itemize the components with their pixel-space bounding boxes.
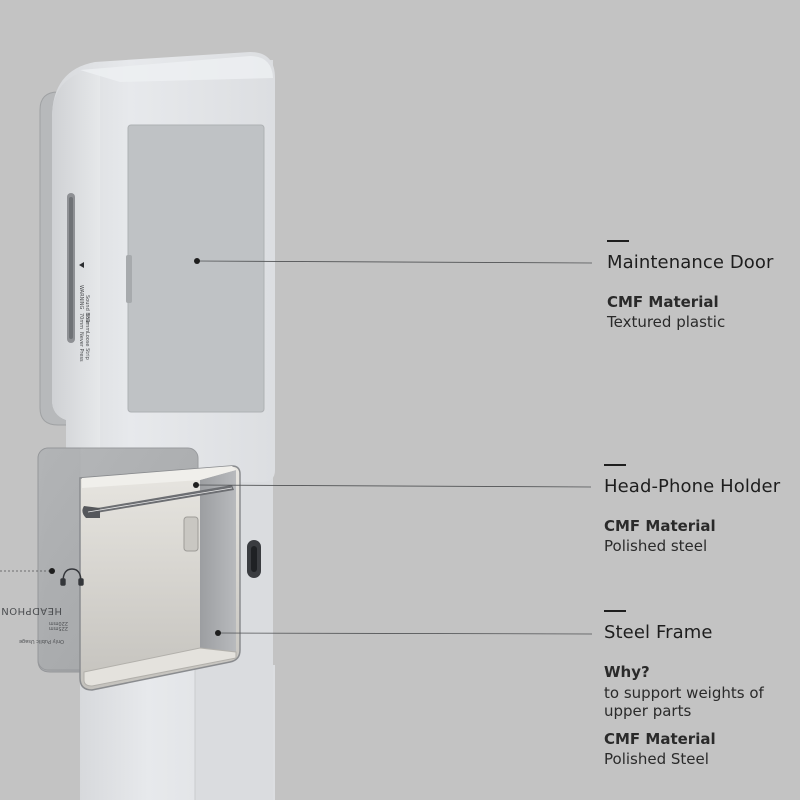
side-line-4: Never Press xyxy=(78,332,84,362)
door-leader-line xyxy=(196,260,593,264)
frame-floor xyxy=(83,647,237,687)
callout-title: Steel Frame xyxy=(604,622,713,643)
door-handle-slot xyxy=(126,255,132,303)
callout-steel-frame: Steel Frame Why? to support weights of u… xyxy=(604,610,794,768)
side-line-1: Sound Hole xyxy=(84,295,90,324)
callout-title: Head-Phone Holder xyxy=(604,476,781,497)
leader-lines xyxy=(0,258,593,636)
headphone-holder-bar xyxy=(86,485,234,514)
headphone-icon xyxy=(60,568,84,586)
upper-side-face xyxy=(52,70,100,482)
callout-dash xyxy=(604,464,626,466)
callout-title: Maintenance Door xyxy=(607,252,774,273)
plate-line-2: 225mm xyxy=(49,625,68,631)
plate-label: HEADPHONE xyxy=(0,605,62,616)
why-value: to support weights of upper parts xyxy=(604,684,764,720)
side-label-text: WARNING xyxy=(78,285,84,310)
frame-leader-line xyxy=(217,632,593,635)
callout-maintenance-door: Maintenance Door CMF Material Textured p… xyxy=(607,240,774,331)
plate-text-group: HEADPHONE 220mm 225mm Only Public Usage xyxy=(0,605,68,644)
frame-leader-dot xyxy=(215,630,221,636)
maintenance-door-panel xyxy=(127,124,265,413)
holder-leader-dot xyxy=(193,482,199,488)
callout-dash xyxy=(607,240,629,242)
holder-leader-line xyxy=(195,484,592,488)
why-label: Why? xyxy=(604,663,650,681)
triangle-warning-icon xyxy=(79,262,84,268)
cmf-value: Polished steel xyxy=(604,537,708,555)
frame-inner-wall xyxy=(200,470,236,660)
plate-leader-dot xyxy=(49,568,55,574)
side-line-3: 150mm xyxy=(84,313,90,332)
cmf-label: CMF Material xyxy=(604,730,716,748)
door-leader-dot xyxy=(194,258,200,264)
cmf-label: CMF Material xyxy=(607,293,719,311)
frame-bracket xyxy=(183,516,199,552)
cmf-label: CMF Material xyxy=(604,517,716,535)
side-warning-label: WARNING Sound Hole 70mm 150mm Never Pres… xyxy=(78,262,90,362)
cmf-value: Polished Steel xyxy=(604,750,709,768)
side-line-2: 70mm xyxy=(78,313,84,329)
plate-line-3: Only Public Usage xyxy=(19,638,64,644)
plate-line-1: 220mm xyxy=(49,620,68,626)
cmf-value: Textured plastic xyxy=(607,313,726,331)
callout-headphone-holder: Head-Phone Holder CMF Material Polished … xyxy=(604,464,780,555)
side-line-5: Loose Strip xyxy=(84,332,90,360)
callout-dash xyxy=(604,610,626,612)
